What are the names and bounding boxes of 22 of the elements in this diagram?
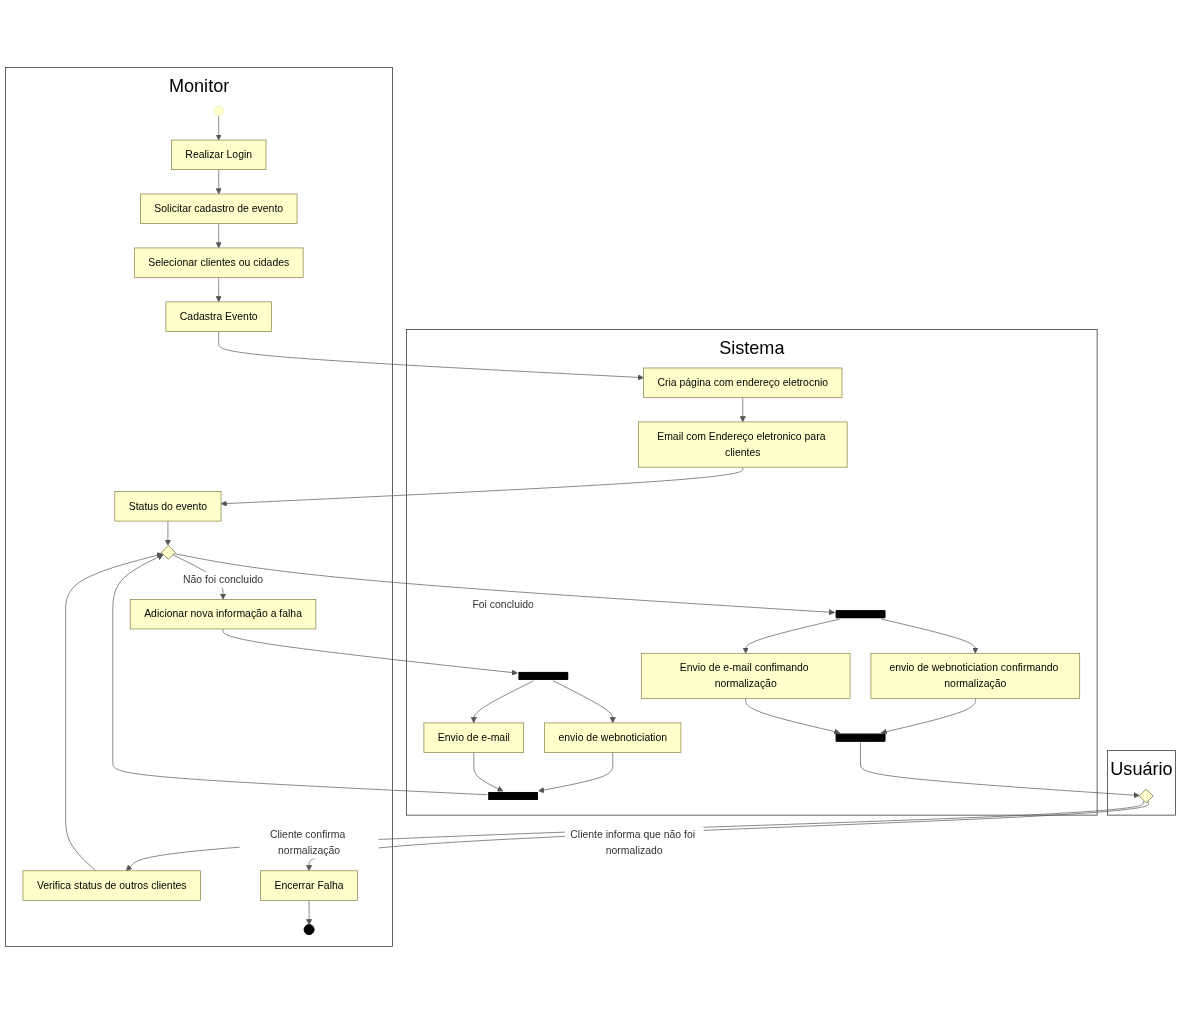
node-box: Envio de e-mail confimando normalização [640,652,851,699]
node-circle [213,105,224,117]
node-box: Adicionar nova informação a falha [129,599,317,630]
node-box: envio de webnoticiation [544,722,682,753]
node-box: Email com Endereço eletronico para clientes [638,421,848,468]
node-box: Encerrar Falha [260,870,358,901]
edge-label: Não foi concluido [183,572,264,585]
cluster: Usuário [1107,750,1176,816]
node-diamond [1138,788,1154,804]
edge-label: Cliente confirma normalização [269,828,346,857]
node-box: Verifica status de outros clientes [22,870,201,901]
node-box: envio de webnoticiation confirmando normalização [870,652,1081,699]
node-box: Cria página com endereço eletrocnio [643,367,843,398]
node-box: Realizar Login [171,139,267,170]
node-box: Cadastra Evento [165,301,272,332]
node-box: Selecionar clientes ou cidades [133,247,304,278]
node-box: Status do evento [114,491,222,522]
node-diamond [160,545,176,560]
edge-label: Cliente informa que não foi normalizado [570,828,696,856]
node-box: Envio de e-mail [423,722,525,753]
node-box: Solicitar cadastro de evento [140,193,298,224]
edge-label: Foi concluido [472,598,534,611]
